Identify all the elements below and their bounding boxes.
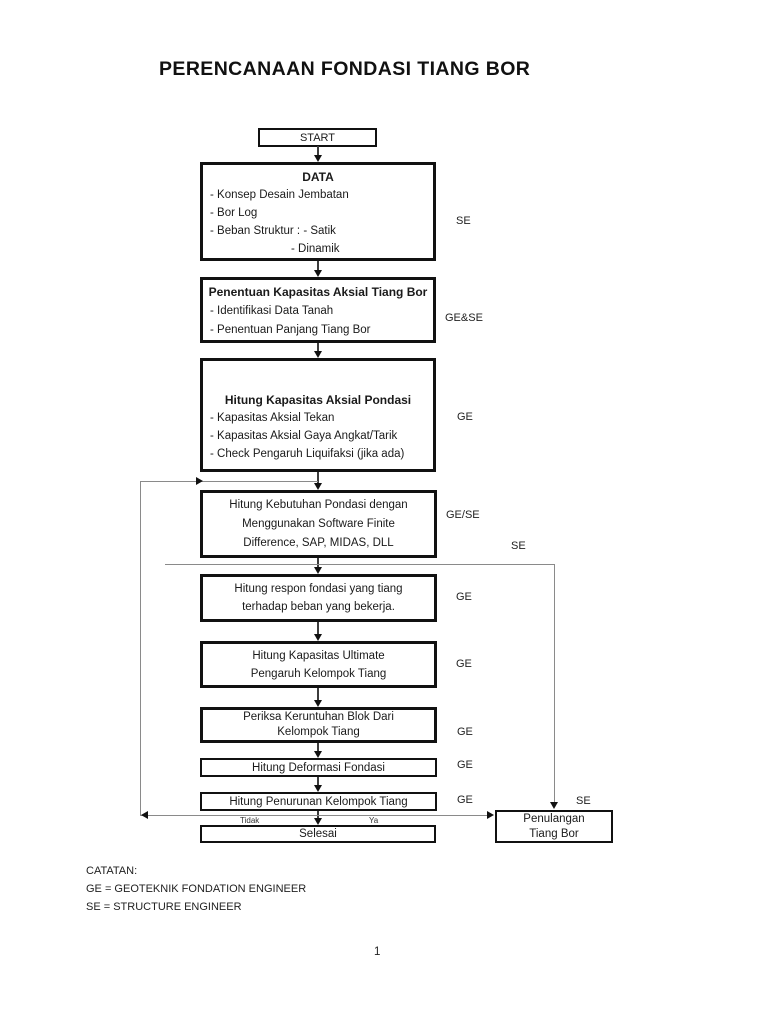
flow-box-penentuan-title: Penentuan Kapasitas Aksial Tiang Bor xyxy=(208,285,428,299)
flow-box-respon-line: terhadap beban yang bekerja. xyxy=(242,601,395,613)
flow-box-data-item: - Bor Log xyxy=(210,207,258,219)
flow-box-periksa: Periksa Keruntuhan Blok Dari Kelompok Ti… xyxy=(200,707,437,743)
arrow-right-icon xyxy=(196,477,203,485)
flow-box-start: START xyxy=(258,128,377,147)
side-label-ge: GE xyxy=(456,591,472,603)
side-label-ge: GE xyxy=(457,759,473,771)
flow-arrow-stem xyxy=(317,146,319,156)
branch-label-se-bottom: SE xyxy=(576,795,591,807)
flow-box-data-item: - Dinamik xyxy=(291,243,340,255)
flow-box-selesai-label: Selesai xyxy=(299,828,337,840)
flow-arrow-stem xyxy=(317,688,319,701)
flow-arrow-stem xyxy=(317,743,319,752)
side-label-ge: GE xyxy=(457,726,473,738)
notes-block: CATATAN: GE = GEOTEKNIK FONDATION ENGINE… xyxy=(86,862,306,916)
arrow-right-icon xyxy=(487,811,494,819)
flow-box-kapasitas: Hitung Kapasitas Aksial Pondasi - Kapasi… xyxy=(200,358,436,472)
flow-arrow-stem xyxy=(317,622,319,635)
branch-label-tidak: Tidak xyxy=(240,816,260,825)
se-branch-line-vertical xyxy=(554,564,555,804)
arrow-down-icon xyxy=(550,802,558,809)
decision-line xyxy=(140,815,488,816)
page-number: 1 xyxy=(374,946,381,958)
flow-box-deformasi: Hitung Deformasi Fondasi xyxy=(200,758,437,777)
flow-box-kapasitas-item: - Kapasitas Aksial Tekan xyxy=(210,412,335,424)
notes-heading: CATATAN: xyxy=(86,865,138,877)
page-title: PERENCANAAN FONDASI TIANG BOR xyxy=(159,58,531,80)
arrow-down-icon xyxy=(314,155,322,162)
side-label-ge-se: GE/SE xyxy=(446,509,480,521)
side-label-ge: GE xyxy=(456,658,472,670)
flow-box-kebutuhan-line: Menggunakan Software Finite xyxy=(242,517,395,530)
side-label-gese: GE&SE xyxy=(445,312,483,324)
flow-arrow-stem xyxy=(317,777,319,786)
arrow-down-icon xyxy=(314,751,322,758)
notes-line: SE = STRUCTURE ENGINEER xyxy=(86,901,242,913)
flow-box-penulangan-line: Tiang Bor xyxy=(529,827,579,840)
arrow-down-icon xyxy=(314,270,322,277)
flow-arrow-stem xyxy=(317,472,319,484)
arrow-down-icon xyxy=(314,634,322,641)
flow-box-respon: Hitung respon fondasi yang tiang terhada… xyxy=(200,574,437,622)
flow-box-ultimate-line: Hitung Kapasitas Ultimate xyxy=(252,649,385,662)
flow-box-selesai: Selesai xyxy=(200,825,436,843)
side-label-ge: GE xyxy=(457,411,473,423)
flow-box-ultimate-line: Pengaruh Kelompok Tiang xyxy=(250,667,387,680)
notes-line: GE = GEOTEKNIK FONDATION ENGINEER xyxy=(86,883,307,895)
arrow-down-icon xyxy=(314,567,322,574)
flow-box-periksa-line: Kelompok Tiang xyxy=(277,726,360,738)
flow-box-penulangan: Penulangan Tiang Bor xyxy=(495,810,613,843)
feedback-line-top xyxy=(140,481,318,482)
flow-box-penentuan-item: - Identifikasi Data Tanah xyxy=(210,305,334,317)
flow-box-respon-line: Hitung respon fondasi yang tiang xyxy=(234,583,403,595)
branch-label-ya: Ya xyxy=(369,816,379,825)
flow-box-kapasitas-item: - Check Pengaruh Liquifaksi (jika ada) xyxy=(210,448,405,460)
flow-box-kapasitas-item: - Kapasitas Aksial Gaya Angkat/Tarik xyxy=(210,430,398,442)
arrow-down-icon xyxy=(314,483,322,490)
flow-box-penurunan-label: Hitung Penurunan Kelompok Tiang xyxy=(229,795,408,808)
arrow-down-icon xyxy=(314,785,322,792)
flow-box-kebutuhan: Hitung Kebutuhan Pondasi dengan Mengguna… xyxy=(200,490,437,558)
side-label-se: SE xyxy=(456,215,471,227)
arrow-left-icon xyxy=(141,811,148,819)
flow-box-start-label: START xyxy=(299,131,336,144)
flow-box-kebutuhan-line: Difference, SAP, MIDAS, DLL xyxy=(243,536,394,549)
arrow-down-icon xyxy=(314,351,322,358)
flow-box-periksa-line: Periksa Keruntuhan Blok Dari xyxy=(243,711,394,723)
flow-box-penurunan: Hitung Penurunan Kelompok Tiang xyxy=(200,792,437,811)
se-branch-line-horizontal xyxy=(165,564,555,565)
flow-box-data: DATA - Konsep Desain Jembatan - Bor Log … xyxy=(200,162,436,261)
flow-box-kapasitas-title: Hitung Kapasitas Aksial Pondasi xyxy=(224,393,412,407)
flow-arrow-stem xyxy=(317,261,319,271)
arrow-down-icon xyxy=(314,700,322,707)
flow-box-data-title: DATA xyxy=(302,170,334,184)
side-label-ge: GE xyxy=(457,794,473,806)
flow-arrow-stem xyxy=(317,343,319,352)
flow-box-ultimate: Hitung Kapasitas Ultimate Pengaruh Kelom… xyxy=(200,641,437,688)
flow-box-data-item: - Konsep Desain Jembatan xyxy=(210,189,349,201)
flow-box-data-item: - Beban Struktur : - Satik xyxy=(210,225,336,237)
flow-box-penentuan: Penentuan Kapasitas Aksial Tiang Bor - I… xyxy=(200,277,436,343)
flow-box-penulangan-line: Penulangan xyxy=(523,812,585,825)
flow-box-kebutuhan-line: Hitung Kebutuhan Pondasi dengan xyxy=(229,498,408,511)
flow-arrow-stem xyxy=(317,558,319,568)
branch-label-se-top: SE xyxy=(511,540,526,552)
feedback-line-vertical xyxy=(140,481,141,816)
flow-box-deformasi-label: Hitung Deformasi Fondasi xyxy=(252,761,385,774)
arrow-down-icon xyxy=(314,818,322,825)
flow-box-penentuan-item: - Penentuan Panjang Tiang Bor xyxy=(210,324,371,336)
